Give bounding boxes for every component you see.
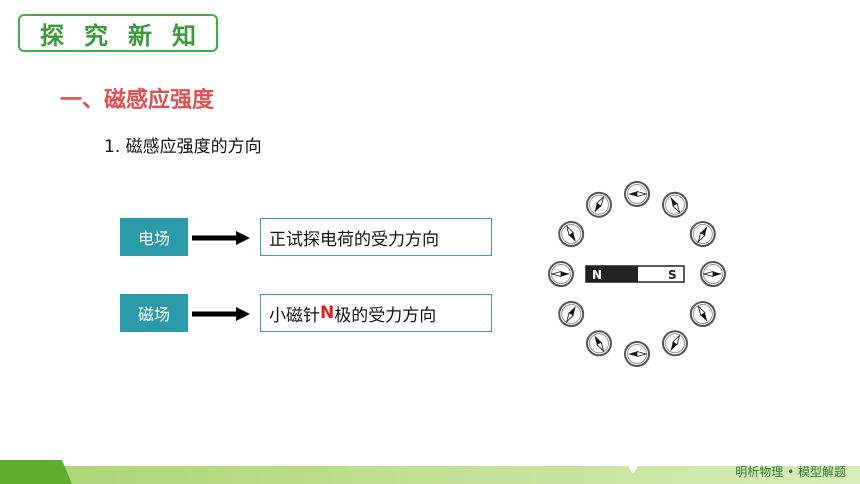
- compass-icon: [586, 330, 612, 357]
- electric-field-label: 电场: [120, 218, 188, 256]
- tag-char: 探: [40, 21, 64, 50]
- footer-band: [0, 460, 860, 484]
- magnetic-field-label: 磁场: [120, 294, 188, 332]
- compass-icon: [662, 191, 688, 218]
- arrow-right-icon: [192, 231, 250, 245]
- electric-field-description: 正试探电荷的受力方向: [260, 218, 492, 256]
- bar-magnet: N S: [585, 265, 685, 283]
- tag-char: 知: [172, 21, 196, 50]
- compass-icon: [662, 330, 688, 357]
- compass-icon: [624, 181, 650, 207]
- compass-icon: [700, 261, 726, 287]
- arrow-right-icon: [192, 307, 250, 321]
- compass-icon: [586, 191, 612, 218]
- section-heading: 一、磁感应强度: [60, 88, 215, 113]
- section-tag: 探 究 新 知: [18, 14, 218, 52]
- section-subheading: 1. 磁感应强度的方向: [104, 137, 262, 157]
- description-text: 小磁针: [269, 305, 320, 326]
- magnet-south-label: S: [668, 268, 677, 282]
- compass-icon: [689, 221, 716, 247]
- tag-char: 新: [128, 21, 152, 50]
- compass-icon: [548, 261, 574, 287]
- compass-icon: [558, 221, 585, 247]
- compass-icon: [558, 301, 585, 327]
- compass-icon: [689, 301, 716, 327]
- tag-char: 究: [84, 21, 108, 50]
- north-pole-highlight: N: [320, 303, 335, 323]
- footer-brand: 明析物理 • 模型解题: [735, 465, 846, 479]
- magnet-north-label: N: [592, 268, 602, 282]
- description-text: 极的受力方向: [334, 305, 437, 326]
- magnet-compass-diagram: N S: [548, 181, 726, 367]
- compass-icon: [624, 341, 650, 367]
